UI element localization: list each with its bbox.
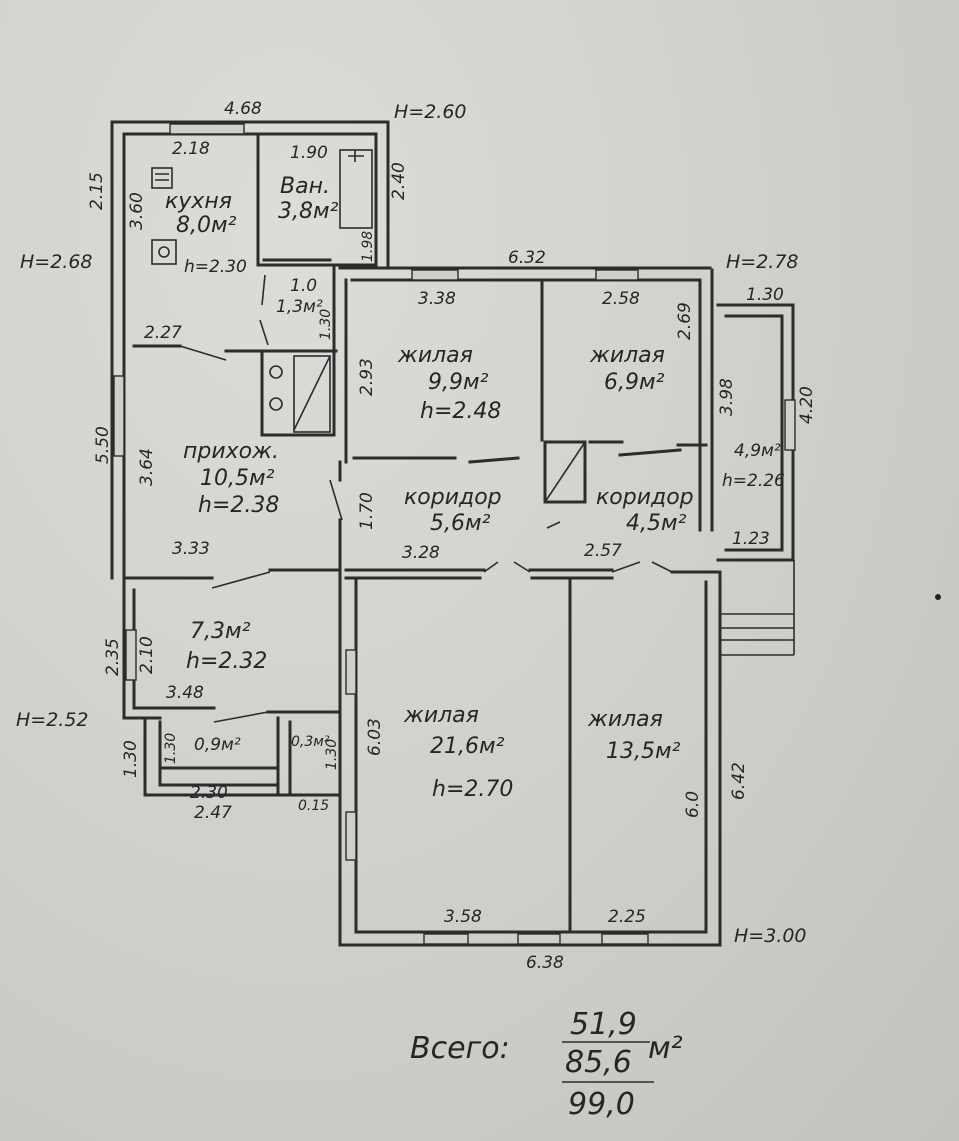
dim: 3.33: [172, 539, 210, 559]
dim: 5.50: [93, 426, 113, 464]
living4-area: 13,5м²: [606, 739, 681, 764]
dim: 3.98: [717, 378, 737, 416]
dim: 2.57: [584, 541, 622, 561]
dim: 2.58: [602, 289, 640, 309]
living2-area: 6,9м²: [604, 370, 665, 395]
room7-height: h=2.32: [186, 649, 267, 674]
windows: [113, 123, 796, 945]
dim: 1.23: [732, 529, 770, 549]
hall-area: 10,5м²: [200, 466, 275, 491]
ink-dot: [935, 594, 941, 600]
living3-area: 21,6м²: [430, 734, 505, 759]
living3-height: h=2.70: [432, 777, 513, 802]
dim: 2.93: [357, 358, 377, 396]
hall-height: h=2.38: [198, 493, 279, 518]
dim: 1.70: [357, 492, 377, 530]
height-marks: H=2.60 H=2.68 H=2.78 H=2.52 H=3.00: [16, 101, 807, 947]
dim: 6.38: [526, 953, 564, 973]
dim: 3.58: [444, 907, 482, 927]
height-left-bottom: H=2.52: [16, 709, 89, 731]
dim: 6.32: [508, 248, 546, 268]
sink-icon: [151, 239, 177, 265]
dim: 3.38: [418, 289, 456, 309]
room-labels: кухня 8,0м² h=2.30 Ван. 3,8м² 1.0 1,3м² …: [165, 174, 785, 802]
living4-name: жилая: [587, 707, 663, 732]
walls: [110, 120, 795, 947]
dim: 1.30: [121, 740, 141, 778]
dim: 2.40: [389, 162, 409, 200]
dim: 1.98: [360, 231, 376, 262]
small2-area: 0,3м²: [291, 734, 330, 750]
bathtub-icon: [339, 149, 373, 229]
dim: 1.90: [290, 143, 328, 163]
dim: 6.0: [683, 791, 703, 818]
living1-height: h=2.48: [420, 399, 501, 424]
dim: 2.10: [137, 636, 157, 674]
living2-name: жилая: [589, 343, 665, 368]
hall-name: прихож.: [183, 439, 279, 464]
height-right-top: H=2.78: [726, 251, 799, 273]
kitchen-name: кухня: [165, 189, 232, 214]
bath-area: 3,8м²: [278, 199, 339, 224]
dim: 1.30: [324, 739, 340, 770]
dim: 6.42: [729, 762, 749, 800]
dim: 2.15: [87, 172, 107, 210]
bath-name: Ван.: [280, 174, 330, 199]
dim: 4.68: [224, 99, 262, 119]
veranda-height: h=2.26: [722, 471, 785, 491]
dim: 3.60: [127, 192, 147, 230]
dim: 2.35: [103, 638, 123, 676]
room7-area: 7,3м²: [190, 619, 251, 644]
totals-label: Всего:: [410, 1031, 510, 1066]
dim: 4.20: [797, 386, 817, 424]
dim: 2.25: [608, 907, 646, 927]
corridor2-area: 4,5м²: [626, 511, 687, 536]
veranda-area: 4,9м²: [734, 441, 781, 461]
dim: 1.30: [163, 733, 179, 764]
dim: 1.30: [746, 285, 784, 305]
dim: 2.27: [144, 323, 182, 343]
dim: 1.30: [318, 309, 334, 340]
wc-dim: 1.0: [290, 276, 317, 296]
height-top: H=2.60: [394, 101, 467, 123]
dim: 3.64: [137, 448, 157, 486]
living3-name: жилая: [403, 703, 479, 728]
living1-area: 9,9м²: [428, 370, 489, 395]
corridor1-name: коридор: [404, 485, 502, 510]
dim: 3.48: [166, 683, 204, 703]
dim: 0.15: [298, 798, 329, 814]
totals: Всего: 51,9 85,6 м² 99,0: [410, 1007, 683, 1122]
small1-area: 0,9м²: [194, 735, 241, 755]
kitchen-height: h=2.30: [184, 257, 247, 277]
wc-area: 1,3м²: [276, 297, 323, 317]
totals-useful: 85,6: [565, 1045, 632, 1080]
corridor2-name: коридор: [596, 485, 694, 510]
toilet-icon: [269, 365, 283, 379]
living1-name: жилая: [397, 343, 473, 368]
stove-icon: [151, 167, 173, 189]
fixtures: [151, 149, 673, 723]
dimensions: 4.68 2.18 1.90 2.40 2.15 3.60 1.98 6.32 …: [87, 99, 817, 973]
totals-living: 51,9: [570, 1007, 637, 1042]
dim: 6.03: [365, 718, 385, 756]
dim: 2.18: [172, 139, 210, 159]
height-right-bottom: H=3.00: [734, 925, 807, 947]
totals-unit: м²: [648, 1031, 683, 1066]
corridor1-area: 5,6м²: [430, 511, 491, 536]
dim: 2.47: [194, 803, 232, 823]
totals-total: 99,0: [568, 1087, 635, 1122]
dim: 2.30: [190, 783, 228, 803]
height-left-top: H=2.68: [20, 251, 93, 273]
dim: 3.28: [402, 543, 440, 563]
kitchen-area: 8,0м²: [176, 213, 237, 238]
dim: 2.69: [675, 302, 695, 340]
